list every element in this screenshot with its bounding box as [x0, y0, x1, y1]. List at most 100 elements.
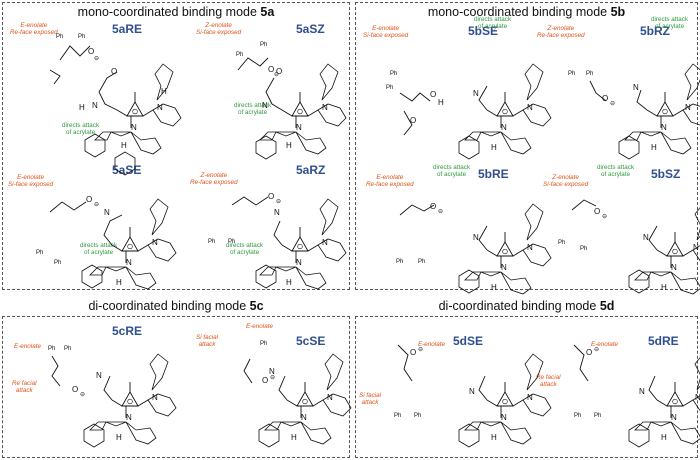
svg-text:Ph: Ph	[594, 413, 601, 419]
structure-label-5bRZ: 5bRZ	[640, 24, 670, 38]
svg-text:N: N	[262, 101, 268, 110]
annotation-5dSE-enolate: E-enolate	[418, 341, 445, 348]
svg-text:N: N	[671, 263, 677, 272]
panel-title: di-coordinated binding mode 5d	[438, 299, 615, 313]
svg-text:H: H	[438, 98, 444, 107]
svg-text:N: N	[92, 101, 98, 110]
svg-text:H: H	[491, 143, 497, 152]
structure-label-5dRE: 5dRE	[648, 334, 679, 348]
svg-text:Ph: Ph	[260, 341, 267, 347]
structure-label-5bSZ: 5bSZ	[651, 167, 681, 181]
svg-text:Ph: Ph	[78, 34, 85, 40]
svg-text:N: N	[126, 413, 132, 422]
svg-text:Ph: Ph	[236, 52, 243, 58]
svg-text:H: H	[286, 278, 292, 287]
svg-text:Ph: Ph	[386, 85, 393, 91]
svg-text:⊖: ⊖	[438, 209, 443, 215]
svg-text:Ph: Ph	[208, 239, 215, 245]
svg-text:H: H	[651, 143, 657, 152]
svg-text:⊖: ⊖	[94, 202, 99, 208]
svg-text:⊖: ⊖	[274, 72, 279, 78]
panel-title: mono-coordinated binding mode 5b	[427, 5, 626, 19]
structure-label-5aSE: 5aSE	[112, 163, 142, 177]
svg-text:H: H	[116, 433, 122, 442]
structure-label-5cRE: 5cRE	[112, 324, 143, 338]
svg-text:H: H	[661, 283, 667, 292]
svg-text:O: O	[276, 67, 282, 76]
annotation-5cRE-enolate: E-enolate	[14, 343, 41, 350]
svg-text:Ph: Ph	[568, 71, 575, 77]
structure-label-5aSZ: 5aSZ	[296, 22, 325, 36]
svg-text:N: N	[473, 89, 479, 98]
svg-text:N: N	[501, 123, 507, 132]
panel-5d: di-coordinated binding mode 5d	[355, 299, 698, 458]
structure-label-5cSE: 5cSE	[296, 334, 326, 348]
svg-text:O: O	[430, 90, 436, 99]
svg-text:O: O	[88, 47, 94, 56]
svg-text:H: H	[161, 87, 167, 96]
svg-text:Ph: Ph	[558, 240, 565, 246]
svg-text:N: N	[671, 413, 677, 422]
svg-text:N: N	[527, 243, 533, 252]
svg-text:O: O	[268, 65, 274, 74]
svg-text:N: N	[693, 243, 699, 252]
svg-text:Ph: Ph	[54, 260, 61, 266]
svg-text:Ph: Ph	[390, 71, 397, 77]
svg-text:N: N	[126, 258, 132, 267]
svg-text:O: O	[410, 348, 416, 357]
svg-text:⊖: ⊖	[270, 375, 275, 381]
annotation-5dRE-enolate: E-enolate	[591, 341, 618, 348]
svg-text:N: N	[269, 367, 275, 376]
svg-text:N: N	[296, 123, 302, 132]
svg-text:Ph: Ph	[48, 346, 55, 352]
panel-title: mono-coordinated binding mode 5a	[77, 5, 275, 19]
svg-text:N: N	[157, 103, 163, 112]
svg-text:O: O	[430, 202, 436, 211]
structure-label-5aRZ: 5aRZ	[296, 163, 326, 177]
structure-label-5dSE: 5dSE	[453, 334, 484, 348]
svg-text:O: O	[410, 116, 416, 125]
svg-text:H: H	[661, 433, 667, 442]
svg-text:H: H	[116, 278, 122, 287]
svg-text:Ph: Ph	[396, 259, 403, 265]
svg-text:N: N	[639, 387, 645, 396]
svg-text:O: O	[586, 348, 592, 357]
svg-text:Ph: Ph	[574, 413, 581, 419]
svg-text:⊖: ⊖	[80, 392, 85, 398]
svg-text:O: O	[111, 67, 117, 76]
svg-text:O: O	[268, 192, 274, 201]
svg-text:N: N	[152, 238, 158, 247]
svg-text:⊖: ⊖	[610, 101, 615, 107]
svg-text:⊖: ⊖	[418, 347, 423, 353]
svg-text:N: N	[501, 413, 507, 422]
svg-text:Ph: Ph	[228, 239, 235, 245]
svg-text:Ph: Ph	[414, 413, 421, 419]
svg-text:O: O	[262, 376, 268, 385]
svg-text:Ph: Ph	[36, 250, 43, 256]
svg-text:Ph: Ph	[64, 346, 71, 352]
svg-text:N: N	[104, 208, 110, 217]
annotation-5cSE-enolate: E-enolate	[246, 323, 273, 330]
svg-text:N: N	[643, 233, 649, 242]
svg-text:Ph: Ph	[260, 42, 267, 48]
svg-text:N: N	[661, 123, 667, 132]
svg-text:Ph: Ph	[580, 246, 587, 252]
svg-text:N: N	[695, 393, 700, 402]
svg-text:H: H	[491, 433, 497, 442]
svg-text:N: N	[322, 103, 328, 112]
svg-text:N: N	[469, 387, 475, 396]
structure-label-5bSE: 5bSE	[468, 24, 499, 38]
svg-text:Ph: Ph	[394, 413, 401, 419]
svg-text:Ph: Ph	[586, 71, 593, 77]
